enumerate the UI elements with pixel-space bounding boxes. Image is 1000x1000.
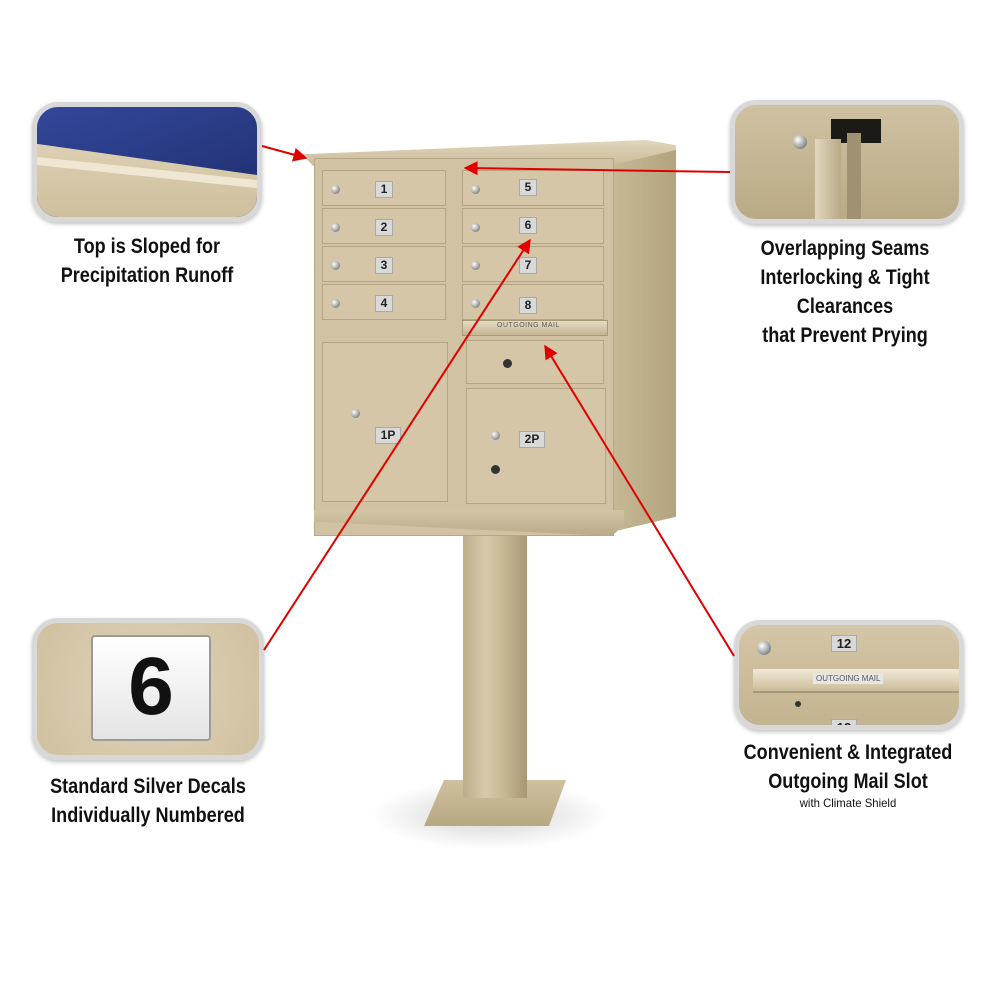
- pedestal-post: [463, 526, 527, 798]
- lock-icon: [351, 409, 360, 418]
- parcel-number: 1P: [375, 427, 401, 444]
- caption-sub: with Climate Shield: [799, 796, 897, 810]
- lock-icon: [471, 223, 480, 232]
- decal-number: 6: [128, 641, 174, 732]
- inset-number-bottom: 12: [831, 719, 857, 725]
- parcel-number: 2P: [519, 431, 545, 448]
- caption-line: Precipitation Runoff: [60, 264, 234, 287]
- door-3[interactable]: 3: [322, 246, 446, 282]
- caption-line: Outgoing Mail Slot: [768, 770, 928, 793]
- caption-line: Interlocking & Tight Clearances: [760, 266, 930, 318]
- caption-line: that Prevent Prying: [762, 324, 928, 347]
- lock-icon: [793, 135, 807, 149]
- caption-decals: Standard Silver Decals Individually Numb…: [34, 772, 261, 830]
- caption-seams: Overlapping Seams Interlocking & Tight C…: [712, 234, 979, 350]
- inset-number-top: 12: [831, 635, 857, 652]
- door-8[interactable]: 8: [462, 284, 604, 320]
- inset-seam-channel: [847, 133, 861, 219]
- caption-line: Individually Numbered: [51, 804, 245, 827]
- door-2[interactable]: 2: [322, 208, 446, 244]
- door-number: 2: [375, 219, 393, 236]
- decal-plate: 6: [91, 635, 211, 741]
- lock-icon: [331, 223, 340, 232]
- outgoing-mail-slot[interactable]: OUTGOING MAIL: [462, 320, 608, 336]
- door-number: 6: [519, 217, 537, 234]
- caption-line: Standard Silver Decals: [50, 775, 246, 798]
- inset-seam-flange: [815, 139, 841, 219]
- outgoing-compartment: [466, 340, 604, 384]
- inset-slot-bar: OUTGOING MAIL: [753, 669, 959, 693]
- door-number: 3: [375, 257, 393, 274]
- pointer-arrow-icon: [544, 344, 735, 657]
- caption-mail-slot: Convenient & Integrated Outgoing Mail Sl…: [729, 738, 966, 810]
- caption-line: Convenient & Integrated: [743, 741, 953, 764]
- door-number: 8: [519, 297, 537, 314]
- caption-sloped-top: Top is Sloped for Precipitation Runoff: [48, 232, 246, 290]
- lock-icon: [331, 299, 340, 308]
- inset-mail-slot: 12 OUTGOING MAIL 12: [734, 620, 964, 730]
- lock-icon: [471, 185, 480, 194]
- lock-icon: [331, 185, 340, 194]
- cabinet-side: [612, 150, 676, 532]
- door-number: 1: [375, 181, 393, 198]
- lock-icon: [795, 701, 801, 707]
- pointer-arrow-icon: [261, 145, 308, 162]
- lock-icon: [331, 261, 340, 270]
- door-4[interactable]: 4: [322, 284, 446, 320]
- lock-icon: [491, 431, 500, 440]
- caption-line: Top is Sloped for: [73, 235, 221, 258]
- caption-line: Overlapping Seams: [760, 237, 930, 260]
- inset-sloped-top: [32, 102, 262, 222]
- lock-icon: [471, 261, 480, 270]
- door-number: 4: [375, 295, 393, 312]
- inset-slot-label: OUTGOING MAIL: [813, 673, 884, 684]
- lock-icon: [491, 465, 500, 474]
- inset-decal: 6: [32, 618, 264, 760]
- inset-seams: [730, 100, 964, 224]
- door-5[interactable]: 5: [462, 170, 604, 206]
- door-6[interactable]: 6: [462, 208, 604, 244]
- door-7[interactable]: 7: [462, 246, 604, 282]
- pointer-arrow-icon: [463, 161, 731, 176]
- door-1[interactable]: 1: [322, 170, 446, 206]
- outgoing-mail-label: OUTGOING MAIL: [497, 322, 560, 329]
- door-number: 5: [519, 179, 537, 196]
- door-number: 7: [519, 257, 537, 274]
- pointer-arrow-icon: [263, 238, 531, 651]
- lock-icon: [471, 299, 480, 308]
- parcel-locker-1p[interactable]: 1P: [322, 342, 448, 502]
- lock-icon: [503, 359, 512, 368]
- lock-icon: [757, 641, 771, 655]
